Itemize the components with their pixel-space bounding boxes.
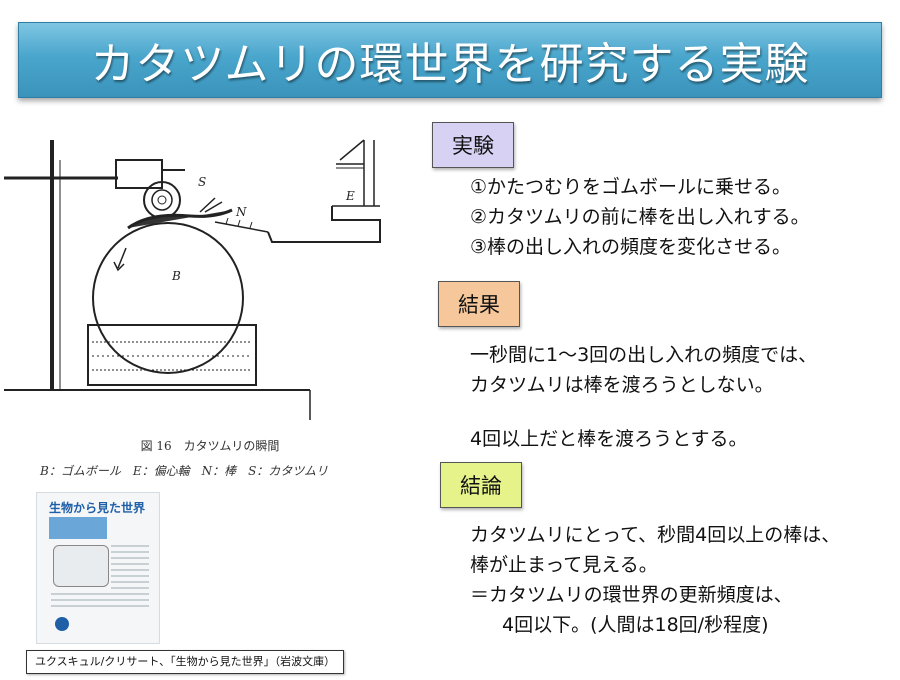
experiment-step: ③棒の出し入れの頻度を変化させる。 xyxy=(470,236,792,258)
book-cover-illustration xyxy=(53,545,109,587)
result-line-2: 4回以上だと棒を渡ろうとする。 xyxy=(470,428,748,450)
source-credit: ユクスキュル/クリサート、「生物から見た世界」（岩波文庫） xyxy=(26,650,345,674)
figure-label-s: S xyxy=(198,175,206,189)
experiment-steps: ①かたつむりをゴムボールに乗せる。 ②カタツムリの前に棒を出し入れする。 ③棒の… xyxy=(470,172,810,262)
result-text: 一秒間に1～3回の出し入れの頻度では、 カタツムリは棒を渡ろうとしない。 xyxy=(470,340,817,400)
conclusion-line: カタツムリにとって、秒間4回以上の棒は、 xyxy=(470,524,841,546)
conclusion-line: 棒が止まって見える。 xyxy=(470,554,658,576)
result-line: 一秒間に1～3回の出し入れの頻度では、 xyxy=(470,344,818,366)
result-line: カタツムリは棒を渡ろうとしない。 xyxy=(470,374,774,396)
page-title: カタツムリの環世界を研究する実験 xyxy=(90,39,810,90)
figure-label-n: N xyxy=(235,205,247,219)
title-bar: カタツムリの環世界を研究する実験 xyxy=(18,22,882,98)
experiment-step: ①かたつむりをゴムボールに乗せる。 xyxy=(470,176,792,198)
experiment-label: 実験 xyxy=(432,122,514,168)
figure-caption: 図 16 カタツムリの瞬間 xyxy=(140,439,280,453)
figure-label-b: B xyxy=(171,269,181,283)
conclusion-label: 結論 xyxy=(440,462,522,508)
book-title: 生物から見た世界 xyxy=(49,501,146,515)
book-cover-text-block xyxy=(111,545,149,595)
conclusion-line: 4回以下。(人間は18回/秒程度) xyxy=(502,614,769,636)
result-label: 結果 xyxy=(438,281,520,327)
conclusion-line: ＝カタツムリの環世界の更新頻度は、 xyxy=(470,584,793,606)
conclusion-text: カタツムリにとって、秒間4回以上の棒は、 棒が止まって見える。 ＝カタツムリの環… xyxy=(470,520,840,640)
publisher-logo-icon xyxy=(55,617,69,631)
book-cover-text-block-bottom xyxy=(51,593,149,609)
book-cover-image: 生物から見た世界 xyxy=(36,492,160,644)
figure-label-e: E xyxy=(345,189,355,203)
figure-legend: B：ゴムボール E：偏心輪 N：棒 S：カタツムリ xyxy=(40,464,329,478)
snail-experiment-figure: S N B E xyxy=(4,139,381,420)
book-cover-band xyxy=(49,517,107,539)
experiment-step: ②カタツムリの前に棒を出し入れする。 xyxy=(470,206,810,228)
